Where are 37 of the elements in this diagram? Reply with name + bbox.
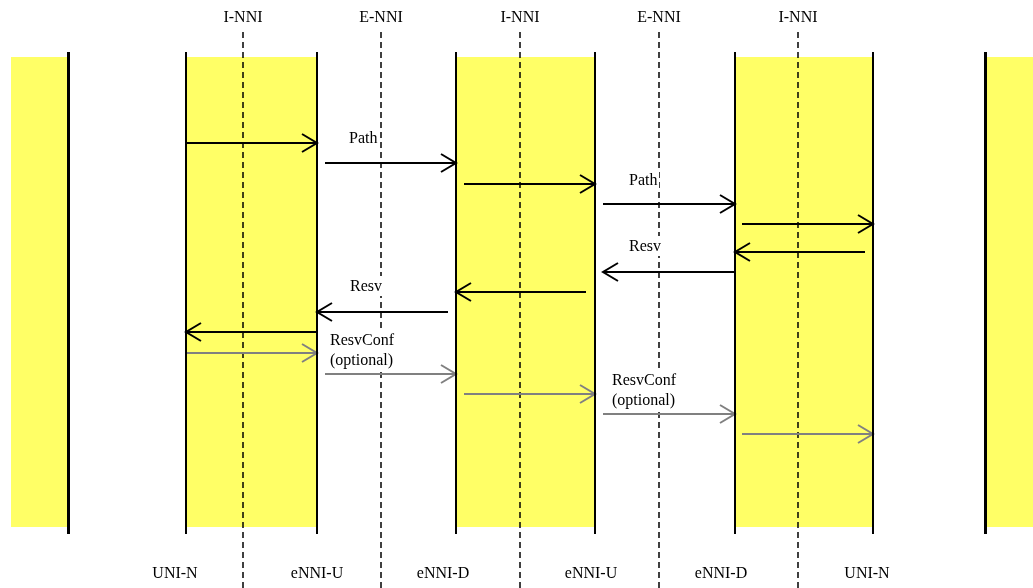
message-arrow <box>316 302 449 322</box>
interface-label: I-NNI <box>500 8 540 26</box>
message-arrow <box>602 194 736 214</box>
lifeline <box>872 52 874 534</box>
interface-label: E-NNI <box>359 8 403 26</box>
lifeline <box>734 52 736 534</box>
message-arrow <box>463 174 596 194</box>
message-arrow <box>741 424 874 444</box>
message-arrow <box>185 322 318 342</box>
message-arrow <box>185 343 318 363</box>
lifeline <box>185 52 187 534</box>
endpoint-label: UNI-N <box>844 564 890 582</box>
lifeline <box>67 52 70 534</box>
lifeline <box>316 52 318 534</box>
message-arrow <box>741 214 874 234</box>
endpoint-label: eNNI-D <box>694 564 748 582</box>
endpoint-label: eNNI-D <box>416 564 470 582</box>
interface-label: I-NNI <box>223 8 263 26</box>
interface-label: I-NNI <box>778 8 818 26</box>
message-arrow <box>463 384 596 404</box>
message-arrow <box>455 282 587 302</box>
lifeline <box>594 52 596 534</box>
lifeline <box>984 52 987 534</box>
message-arrow <box>602 262 736 282</box>
interface-label: E-NNI <box>637 8 681 26</box>
message-arrow <box>602 404 736 424</box>
message-arrow <box>324 153 457 173</box>
endpoint-label: eNNI-U <box>564 564 618 582</box>
message-arrow <box>324 364 457 384</box>
message-label: Path <box>627 170 660 190</box>
message-arrow <box>734 242 866 262</box>
lifeline <box>455 52 457 534</box>
message-label: Resv <box>348 276 384 296</box>
endpoint-label: UNI-N <box>152 564 198 582</box>
endpoint-label: eNNI-U <box>290 564 344 582</box>
message-arrow <box>185 133 318 153</box>
message-label: Resv <box>627 236 663 256</box>
